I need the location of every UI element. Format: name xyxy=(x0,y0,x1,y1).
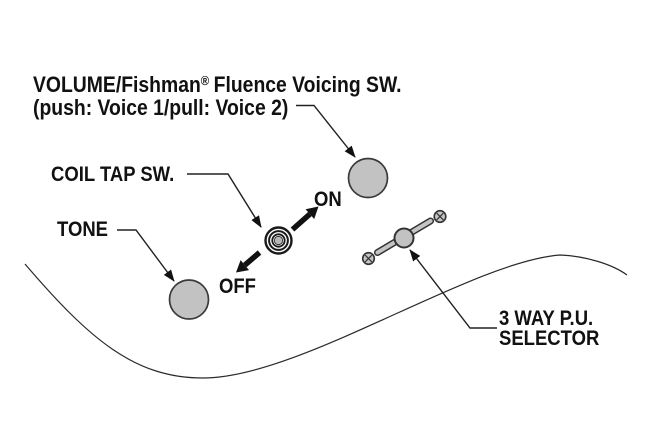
volume-voicing-label: VOLUME/Fishman®Fluence Voicing SW. (push… xyxy=(33,69,402,119)
tone-leader-line xyxy=(117,229,175,282)
volume-leader-line xyxy=(296,104,356,158)
tone-label: TONE xyxy=(57,218,109,241)
on-label: ON xyxy=(314,188,342,211)
volume-voicing-line1-text2: Fluence Voicing SW. xyxy=(213,72,402,97)
pickup-selector-switch xyxy=(361,209,447,266)
off-arrow xyxy=(236,250,262,273)
off-label: OFF xyxy=(219,275,256,298)
selector-center xyxy=(393,227,415,249)
selector-screw-lower xyxy=(361,251,376,266)
coil-tap-switch xyxy=(264,226,293,255)
volume-voicing-line1: VOLUME/Fishman®Fluence Voicing SW. xyxy=(33,69,402,96)
tone-knob xyxy=(168,279,210,320)
selector-screw-upper xyxy=(433,209,447,224)
selector-label-line2: SELECTOR xyxy=(499,327,600,350)
on-arrow xyxy=(290,206,319,232)
coil-tap-label: COIL TAP SW. xyxy=(51,163,175,186)
guitar-body-outline-curve xyxy=(24,254,628,379)
selector-label-line1: 3 WAY P.U. xyxy=(499,307,594,330)
selector-leader-line xyxy=(409,249,497,329)
registered-trademark-icon: ® xyxy=(200,73,210,88)
volume-voicing-line2: (push: Voice 1/pull: Voice 2) xyxy=(33,95,289,120)
volume-voicing-line1-text: VOLUME/Fishman xyxy=(33,72,201,97)
coil-tap-leader-line xyxy=(187,173,262,228)
volume-knob xyxy=(347,157,389,199)
selector-label: 3 WAY P.U. SELECTOR xyxy=(499,307,600,350)
